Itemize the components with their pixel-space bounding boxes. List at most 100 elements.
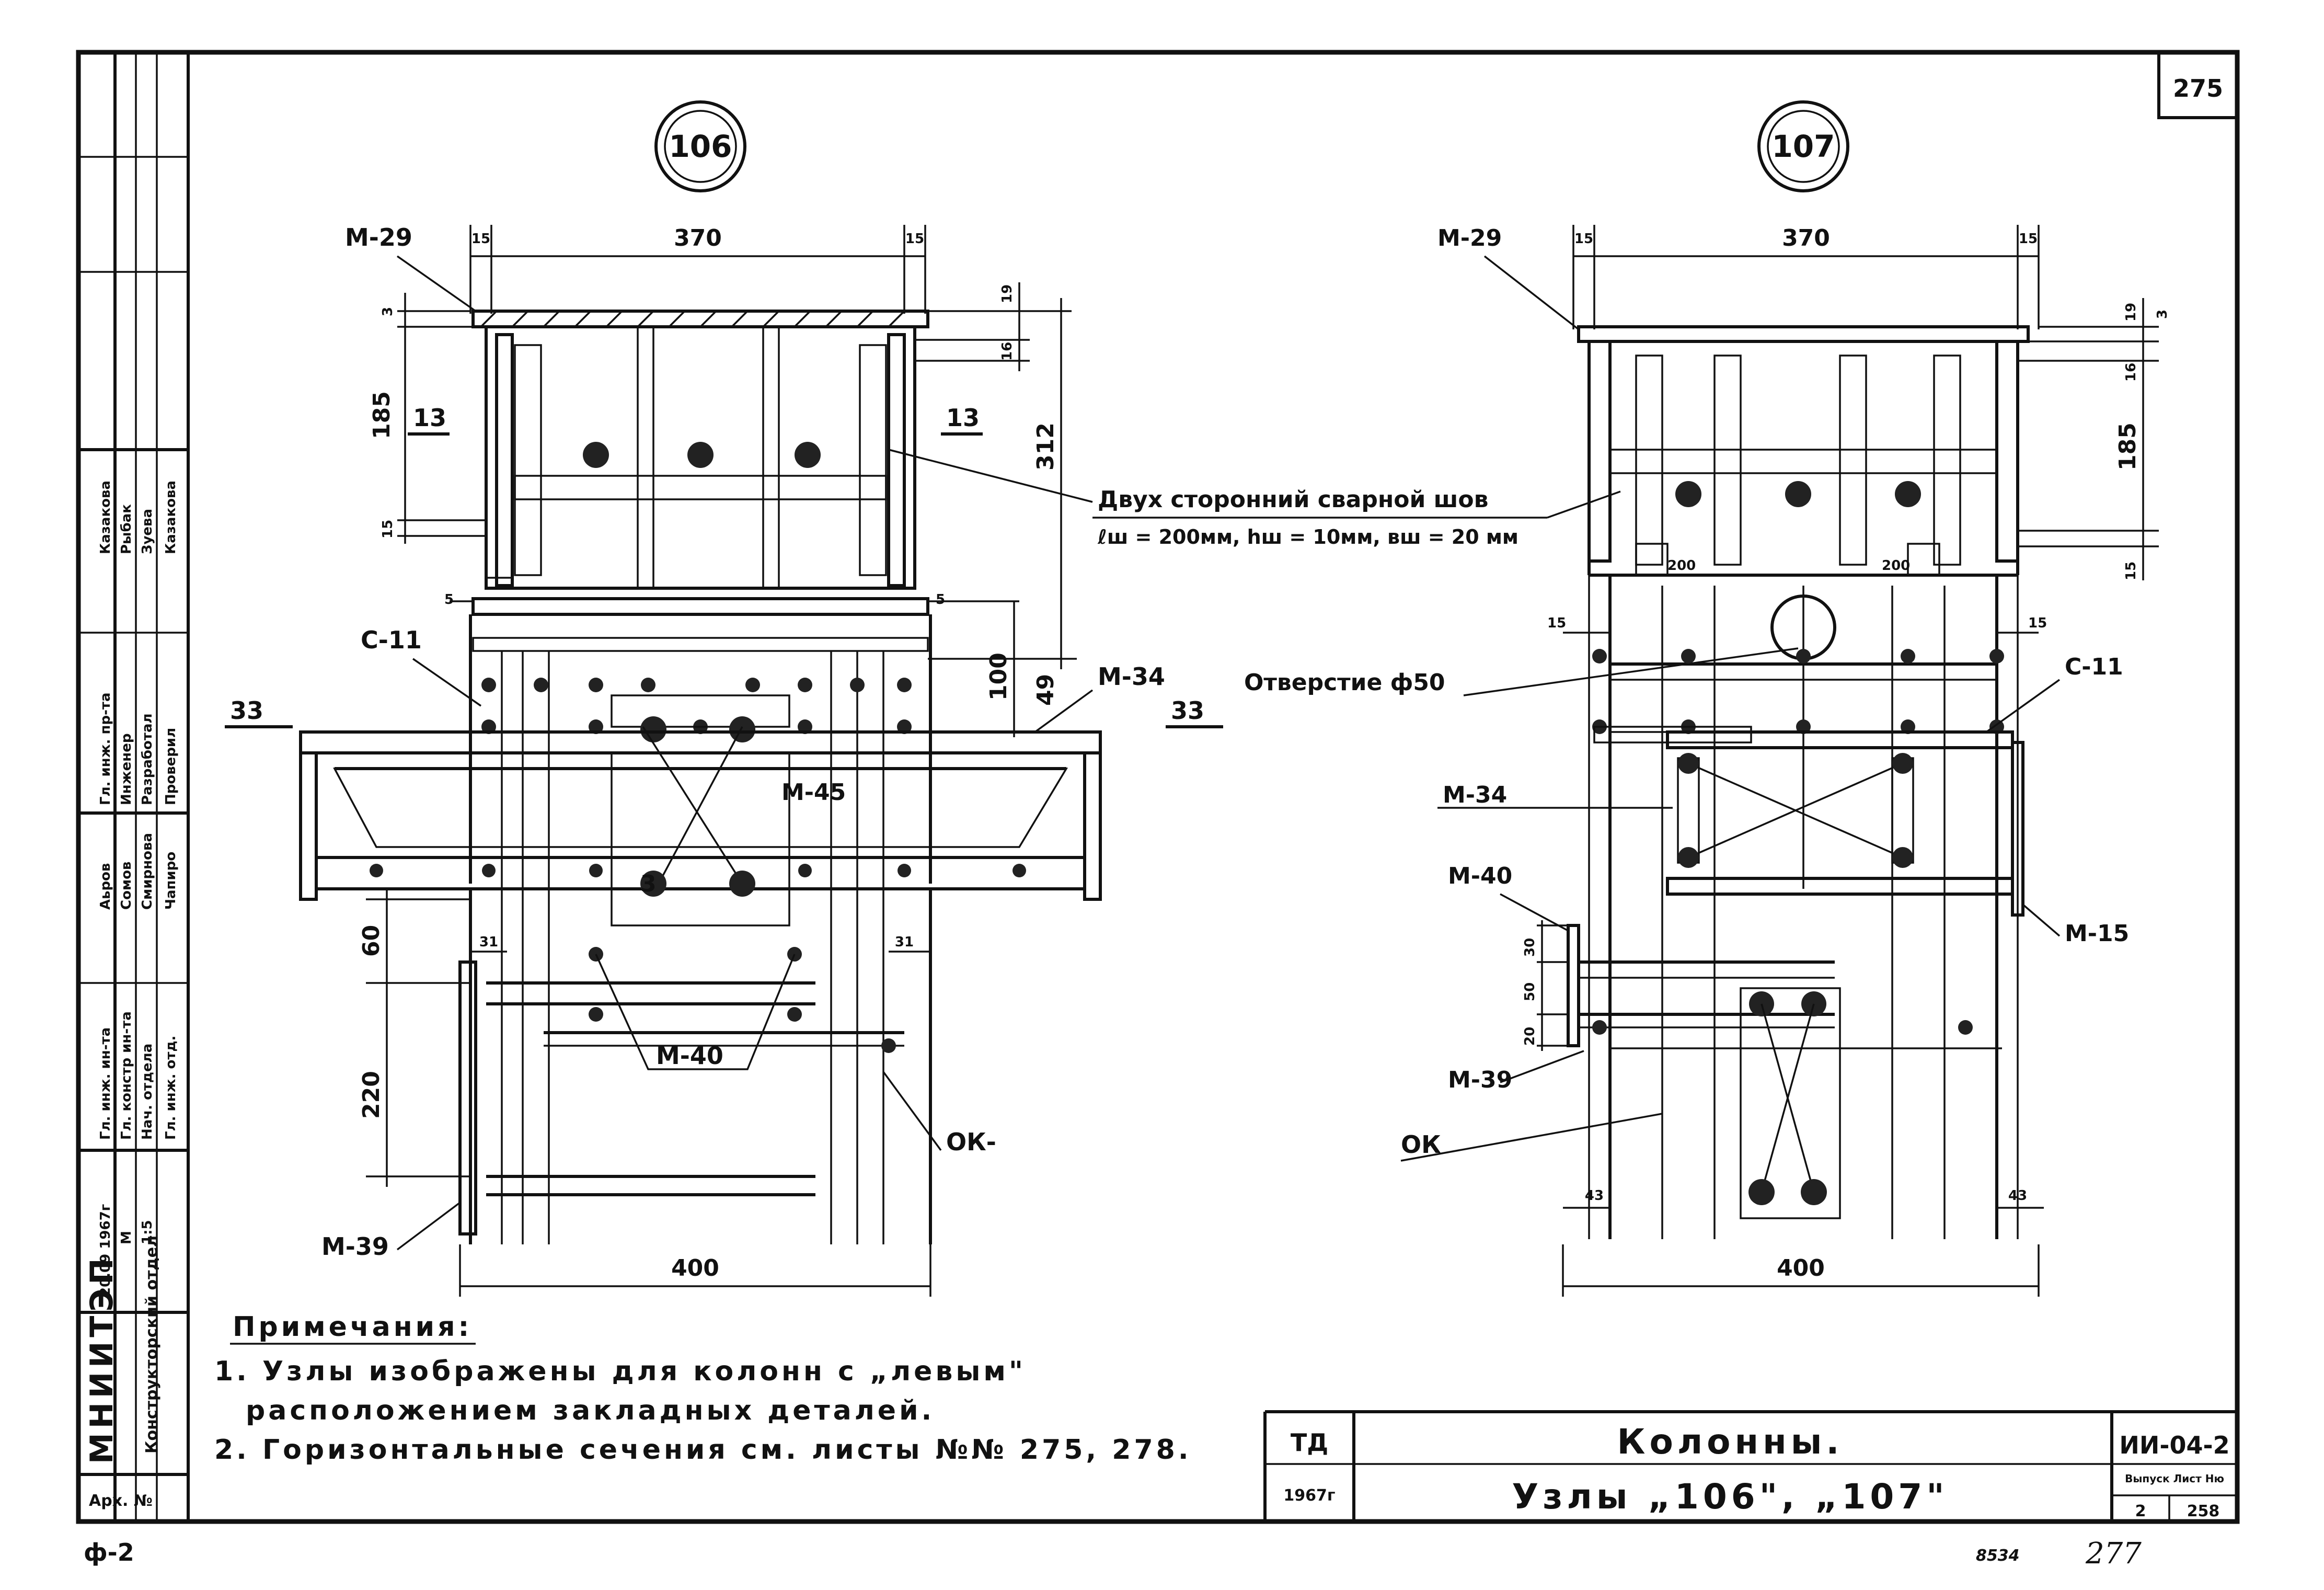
n106-sec13-right: 13 <box>946 404 980 432</box>
n107-dim-19: 19 <box>2123 303 2139 322</box>
tb-title-top: Колонны. <box>1617 1422 1844 1462</box>
node-106: 106 370 15 15 М-29 <box>225 100 1223 1297</box>
stamp-date: 20.09 1967г <box>98 1204 113 1297</box>
n107-dim-15l: 15 <box>1574 231 1593 247</box>
notes: Примечания: 1. Узлы изображены для колон… <box>214 1311 1192 1466</box>
n106-dim-15low: 15 <box>380 520 396 539</box>
stamp-arch: Арх. № <box>89 1492 153 1510</box>
stamp-dept: Конструкторский отдел <box>143 1236 161 1454</box>
sheet-frame: 275 <box>76 50 2240 1524</box>
n107-dim-185: 185 <box>2114 422 2141 471</box>
stamp-role-r0: Гл. инж. пр-та <box>98 692 113 805</box>
n107-dim-50: 50 <box>1522 982 1538 1001</box>
stamp-name-r1: Рыбак <box>119 504 134 554</box>
n107-dim-15: 15 <box>2123 562 2139 580</box>
n107-dim-43l: 43 <box>1585 1188 1604 1204</box>
n107-label-m29: М-29 <box>1437 225 1502 251</box>
stamp-name-l3: Чапиро <box>163 852 179 910</box>
n107-label-m40: М-40 <box>1448 863 1512 889</box>
stamp-role-r2: Разработал <box>140 713 155 805</box>
n107-dim-3: 3 <box>2155 310 2170 319</box>
n107-dim-15sl: 15 <box>1547 615 1566 631</box>
notes-heading: Примечания: <box>233 1311 472 1343</box>
tb-issue: 2 <box>2135 1502 2146 1520</box>
stamp-role-r3: Проверил <box>163 728 179 805</box>
n107-dim-30: 30 <box>1522 938 1538 957</box>
stamp-role-l2: Нач. отдела <box>140 1044 155 1140</box>
n106-dim-400: 400 <box>671 1255 719 1282</box>
n106-dim-15r: 15 <box>905 231 924 247</box>
n106-label-m34: М-34 <box>1098 662 1165 691</box>
tb-td: ТД <box>1291 1428 1328 1457</box>
n106-dim-15l: 15 <box>471 231 490 247</box>
notes-item1-line2: расположением закладных деталей. <box>246 1395 935 1426</box>
stamp-m: М <box>119 1231 134 1244</box>
side-stamp: МНИИТЭП Конструкторский отдел Арх. № 20.… <box>78 52 188 1522</box>
n106-label-m29: М-29 <box>345 223 412 251</box>
n106-dim-5l: 5 <box>444 592 454 608</box>
n106-dim-31l: 31 <box>479 934 498 950</box>
title-block: ТД 1967г Колонны. Узлы „106", „107" ИИ-0… <box>1263 1410 2237 1522</box>
n107-dim-16: 16 <box>2123 363 2139 382</box>
stamp-role-l1: Гл. констр ин-та <box>119 1011 134 1140</box>
n106-dim-5r: 5 <box>936 592 945 608</box>
weld-note-line1: Двух сторонний сварной шов <box>1098 486 1488 513</box>
footer-handwritten: 277 <box>2085 1537 2142 1571</box>
n107-label-c11: С-11 <box>2065 654 2123 680</box>
tb-title-bottom: Узлы „106", „107" <box>1512 1477 1948 1517</box>
n106-dim-19: 19 <box>999 284 1015 303</box>
stamp-name-l0: Аьров <box>98 863 113 910</box>
n107-dim-200l: 200 <box>1667 558 1696 574</box>
n106-dim-100: 100 <box>985 653 1012 701</box>
stamp-name-r0: Казакова <box>98 481 113 554</box>
stamp-scale: 1:5 <box>140 1220 155 1244</box>
n106-dim-220: 220 <box>358 1071 385 1119</box>
notes-item1-line1: 1. Узлы изображены для колонн с „левым" <box>214 1356 1026 1387</box>
n106-sec33-right: 33 <box>1171 696 1204 725</box>
stamp-role-l3: Гл. инж. отд. <box>163 1036 179 1140</box>
n107-dim-400: 400 <box>1777 1255 1825 1282</box>
tb-year: 1967г <box>1283 1486 1335 1505</box>
n106-dim-31r: 31 <box>895 934 914 950</box>
n107-dim-15r: 15 <box>2019 231 2038 247</box>
n106-sec33-left: 33 <box>230 696 263 725</box>
n107-dim-20: 20 <box>1522 1027 1538 1046</box>
n106-label-ok: ОК- <box>946 1128 996 1156</box>
n106-dim-16: 16 <box>999 342 1015 361</box>
stamp-org: МНИИТЭП <box>84 1254 120 1464</box>
tb-sheet-no: 258 <box>2187 1502 2220 1520</box>
sheet-number: 275 <box>2173 74 2223 102</box>
n106-sec13-left: 13 <box>413 404 446 432</box>
hole-note: Отверстие ф50 <box>1244 647 1799 696</box>
stamp-name-r2: Зуева <box>140 509 155 554</box>
n106-dim-185: 185 <box>369 391 395 439</box>
node-107: 107 370 15 15 М-29 200 200 1 <box>1400 100 2170 1297</box>
n107-dim-370: 370 <box>1782 225 1830 251</box>
n106-label-m39: М-39 <box>321 1232 389 1261</box>
node-107-id: 107 <box>1771 129 1835 164</box>
stamp-name-l2: Смирнова <box>140 833 155 910</box>
n106-small-3: 3 <box>640 871 657 897</box>
tb-issue-header: Выпуск Лист Ню <box>2125 1472 2224 1485</box>
n107-label-m34: М-34 <box>1443 782 1507 808</box>
footer-code: ф-2 <box>84 1538 134 1566</box>
n107-dim-200r: 200 <box>1882 558 1910 574</box>
n107-dim-43r: 43 <box>2008 1188 2027 1204</box>
n107-label-m39: М-39 <box>1448 1067 1512 1093</box>
stamp-role-l0: Гл. инж. ин-та <box>98 1027 113 1140</box>
weld-note-line2: ℓш = 200мм, hш = 10мм, вш = 20 мм <box>1097 525 1518 548</box>
footer-small: 8534 <box>1976 1547 2020 1565</box>
stamp-name-l1: Сомов <box>119 861 134 910</box>
n106-dim-370: 370 <box>674 225 722 251</box>
n106-label-c11: С-11 <box>361 626 422 654</box>
tb-code: ИИ-04-2 <box>2119 1431 2229 1459</box>
n106-dim-49: 49 <box>1032 674 1059 706</box>
notes-item2: 2. Горизонтальные сечения см. листы №№ 2… <box>214 1434 1192 1466</box>
stamp-name-r3: Казакова <box>163 481 179 554</box>
n106-dim-3: 3 <box>380 307 396 316</box>
n107-dim-15sr: 15 <box>2028 615 2047 631</box>
stamp-role-r1: Инженер <box>119 734 134 805</box>
n106-dim-60: 60 <box>358 925 385 957</box>
n106-dim-312: 312 <box>1032 422 1059 471</box>
